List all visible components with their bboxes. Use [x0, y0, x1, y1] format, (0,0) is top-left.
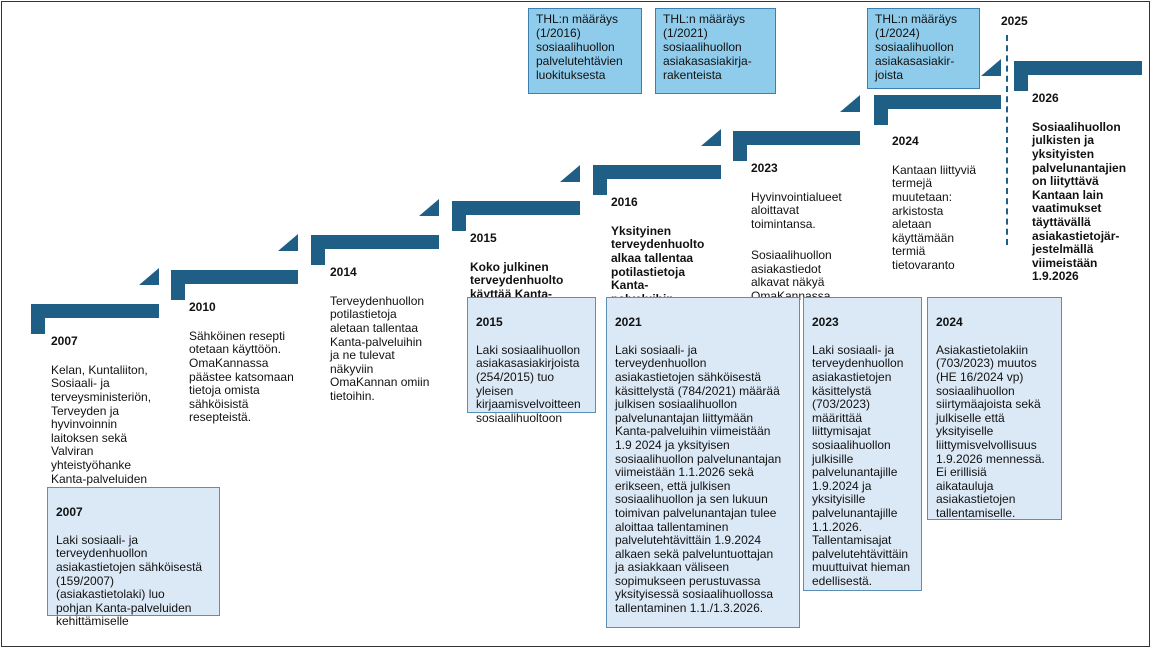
law-year: 2023: [812, 314, 839, 329]
law-box-2023: 2023 Laki sosiaali- ja terveydenhuollon …: [803, 297, 922, 591]
step-year: 2023: [751, 160, 778, 175]
step-2016: 2016 Yksityinen terveydenhuolto alkaa ta…: [611, 182, 704, 320]
law-year: 2007: [56, 504, 83, 519]
step-year: 2024: [892, 133, 919, 148]
stair-horizontal-2010: [171, 270, 298, 284]
year-2025-label: 2025: [1001, 14, 1028, 28]
stair-arrow-2016: [701, 129, 721, 146]
step-year: 2010: [189, 299, 216, 314]
thl-regulation-1-2016: THL:n määräys (1/2016) sosiaalihuollon p…: [528, 8, 642, 94]
stair-vertical-2007: [31, 304, 45, 334]
step-description-2: Sosiaalihuollon asiakastiedot alkavat nä…: [751, 248, 834, 303]
step-description: Sosiaalihuollon julkisten ja yksityisten…: [1032, 119, 1127, 284]
stair-horizontal-2015: [452, 201, 580, 215]
step-year: 2026: [1032, 90, 1059, 105]
step-description: Yksityinen terveydenhuolto alkaa tallent…: [611, 223, 705, 306]
law-description: Asiakastietolakiin (703/2023) muutos (HE…: [936, 342, 1045, 520]
stair-horizontal-2023: [733, 131, 860, 145]
law-box-2021: 2021 Laki sosiaali- ja terveydenhuollon …: [606, 297, 800, 628]
stair-vertical-2024: [874, 95, 888, 125]
stair-horizontal-2014: [311, 235, 439, 249]
stair-horizontal-2016: [593, 165, 721, 179]
step-year: 2007: [51, 333, 78, 348]
stair-vertical-2016: [593, 165, 607, 195]
law-description: Laki sosiaalihuollon asiakasasiakirjoist…: [476, 342, 581, 425]
step-year: 2015: [470, 230, 497, 245]
stair-horizontal-2024: [874, 95, 1001, 109]
law-box-2007: 2007 Laki sosiaali- ja terveydenhuollon …: [47, 487, 220, 628]
step-description: Sähköinen resepti otetaan käyttöön. OmaK…: [189, 328, 294, 425]
step-description: Hyvinvointialueet aloittavat toimintansa…: [751, 189, 842, 231]
law-description: Laki sosiaali- ja terveydenhuollon asiak…: [615, 342, 782, 616]
step-2014: 2014 Terveydenhuollon potilastietoja ale…: [330, 252, 429, 417]
year-2025-dashed-line: [1006, 35, 1008, 245]
law-year: 2015: [476, 314, 503, 329]
step-2024: 2024 Kantaan liittyviä termejä muutetaan…: [892, 121, 976, 286]
step-description: Kelan, Kuntaliiton, Sosiaali- ja terveys…: [51, 362, 152, 499]
step-year: 2016: [611, 194, 638, 209]
stair-vertical-2023: [733, 131, 747, 161]
stair-horizontal-2026: [1014, 61, 1142, 75]
law-box-2015: 2015 Laki sosiaalihuollon asiakasasiakir…: [467, 297, 596, 425]
stair-arrow-2024: [981, 59, 1001, 76]
stair-vertical-2014: [311, 235, 325, 265]
step-2023: 2023 Hyvinvointialueet aloittavat toimin…: [751, 148, 842, 317]
stair-arrow-2010: [278, 234, 298, 251]
stair-arrow-2023: [840, 95, 860, 112]
thl-regulation-1-2021: THL:n määräys (1/2021) sosiaalihuollon a…: [655, 8, 776, 94]
step-2007: 2007 Kelan, Kuntaliiton, Sosiaali- ja te…: [51, 321, 151, 513]
step-year: 2014: [330, 264, 357, 279]
stair-vertical-2026: [1014, 61, 1028, 91]
stair-horizontal-2007: [31, 304, 159, 318]
step-2026: 2026 Sosiaalihuollon julkisten ja yksity…: [1032, 78, 1126, 298]
step-description: Terveydenhuollon potilastietoja aletaan …: [330, 293, 430, 403]
stair-arrow-2015: [560, 165, 580, 182]
law-box-2024: 2024 Asiakastietolakiin (703/2023) muuto…: [927, 297, 1062, 520]
law-year: 2021: [615, 314, 642, 329]
step-2010: 2010 Sähköinen resepti otetaan käyttöön.…: [189, 287, 294, 439]
stair-vertical-2010: [171, 270, 185, 300]
thl-regulation-1-2024: THL:n määräys (1/2024) sosiaalihuollon a…: [867, 8, 980, 89]
law-description: Laki sosiaali- ja terveydenhuollon asiak…: [812, 342, 911, 588]
stair-arrow-2007: [139, 268, 159, 285]
law-description: Laki sosiaali- ja terveydenhuollon asiak…: [56, 532, 203, 629]
stair-vertical-2015: [452, 201, 466, 231]
step-description: Kantaan liittyviä termejä muutetaan: ark…: [892, 162, 977, 272]
stair-arrow-2014: [419, 199, 439, 216]
law-year: 2024: [936, 314, 963, 329]
